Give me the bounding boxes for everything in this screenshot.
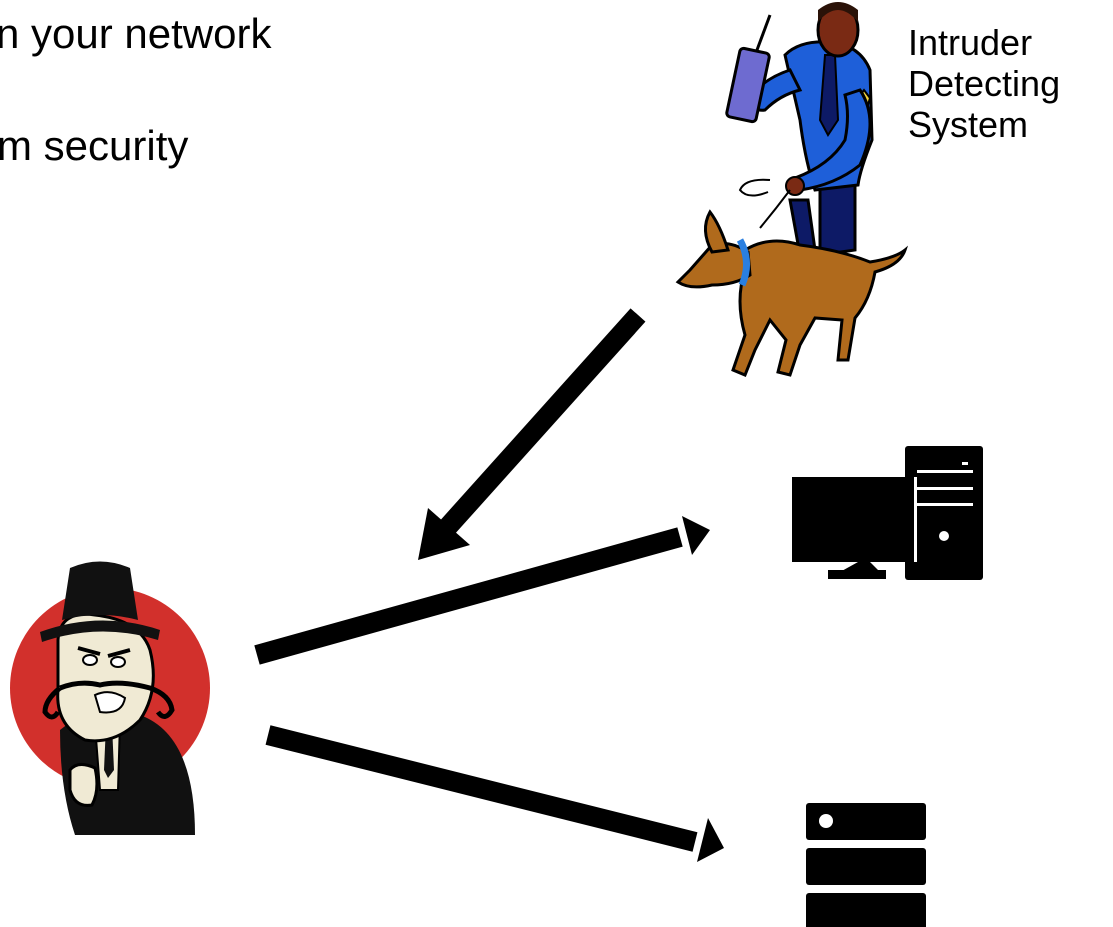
arrow-ids-to-attacker — [418, 308, 646, 560]
villain-icon — [10, 561, 210, 835]
ids-label-line-3: System — [908, 104, 1029, 145]
desktop-computer-icon — [792, 446, 983, 580]
slide-text-line-1: n your network — [0, 10, 272, 57]
slide-text-line-2: m security — [0, 122, 189, 169]
ids-label-line-2: Detecting — [908, 63, 1061, 104]
arrow-attacker-to-server — [265, 725, 724, 862]
ids-label: Intruder Detecting System — [908, 22, 1060, 145]
ids-label-line-1: Intruder — [908, 22, 1033, 63]
arrow-attacker-to-desktop — [254, 516, 710, 665]
server-icon — [806, 803, 926, 927]
security-guard-with-dog-icon — [675, 2, 909, 377]
